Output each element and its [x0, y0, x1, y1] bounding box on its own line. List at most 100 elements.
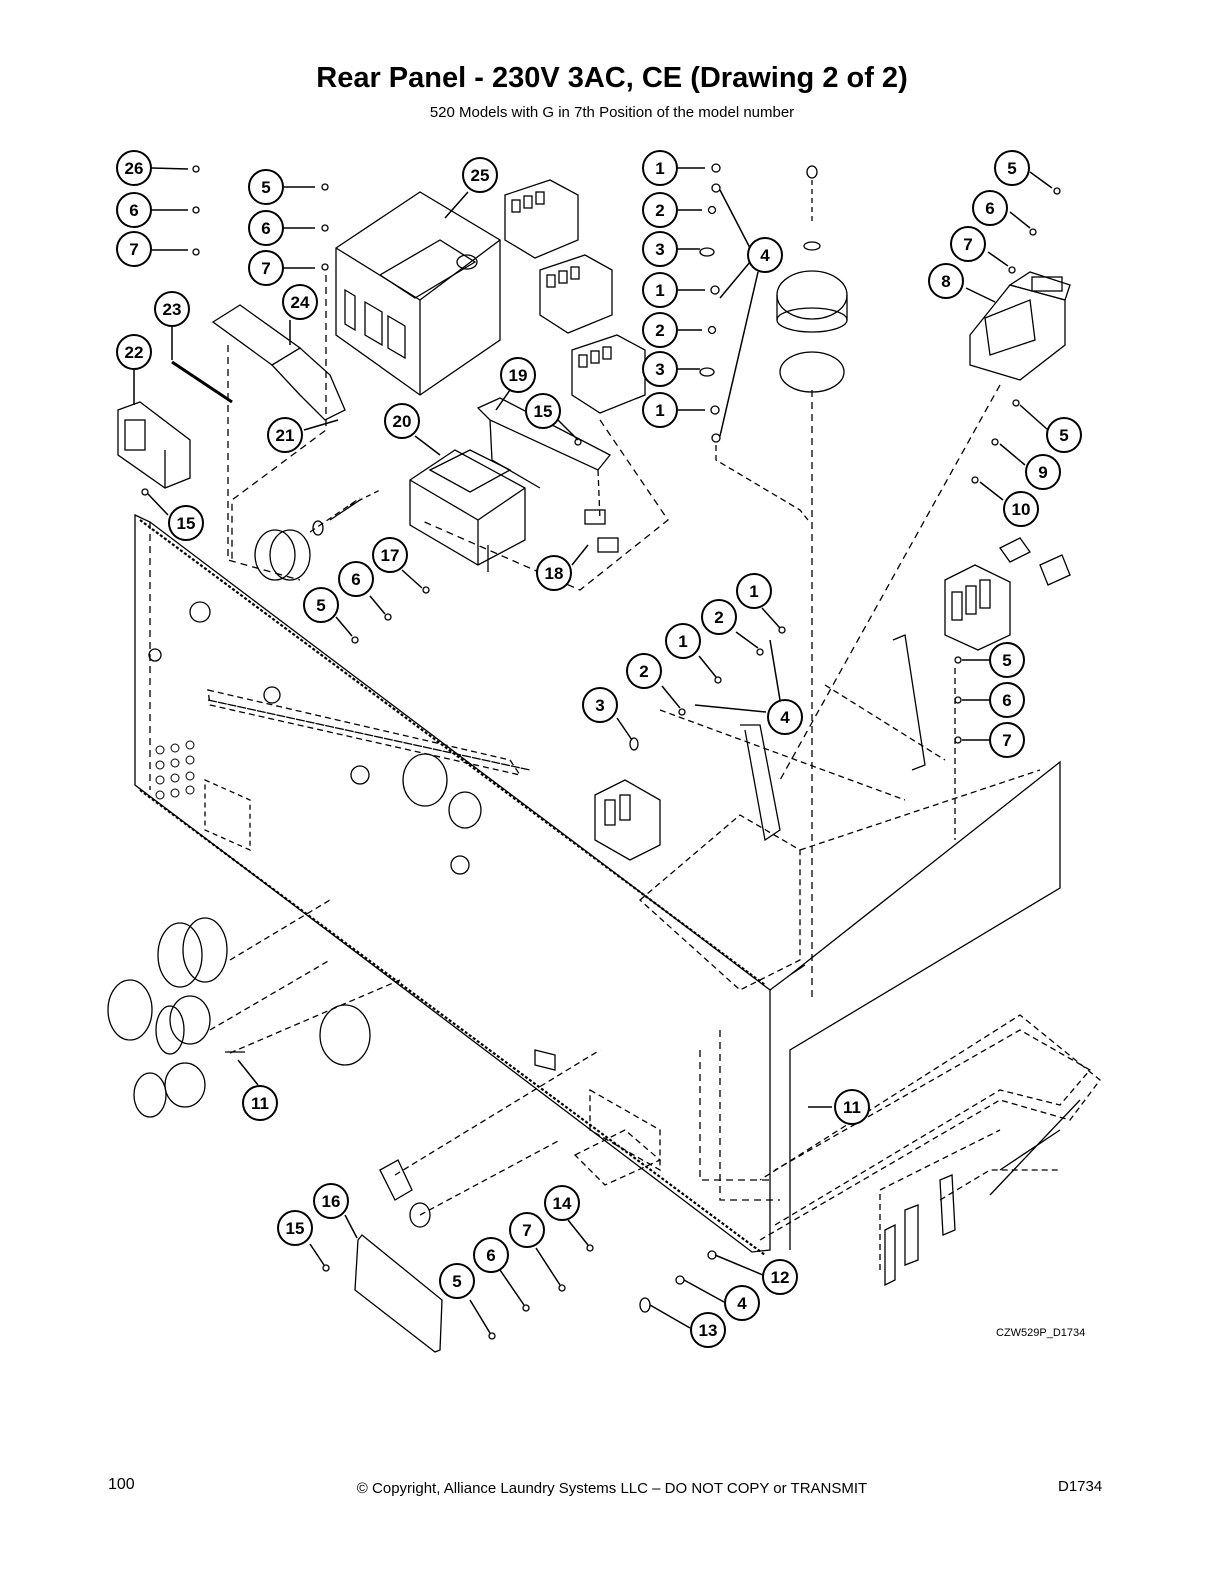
callout-6: 6: [989, 682, 1025, 718]
callout-7: 7: [116, 231, 152, 267]
svg-text:2: 2: [639, 662, 648, 681]
svg-text:1: 1: [749, 582, 758, 601]
svg-text:16: 16: [322, 1192, 341, 1211]
hardware-column: [699, 163, 809, 521]
svg-text:15: 15: [534, 402, 553, 421]
callout-21: 21: [267, 417, 303, 453]
callout-19: 19: [500, 357, 536, 393]
svg-text:7: 7: [522, 1221, 531, 1240]
callout-4: 4: [747, 237, 783, 273]
svg-text:5: 5: [1007, 159, 1016, 178]
svg-text:6: 6: [486, 1246, 495, 1265]
callout-6: 6: [116, 192, 152, 228]
callout-6: 6: [473, 1237, 509, 1273]
callout-2: 2: [642, 312, 678, 348]
svg-text:7: 7: [261, 259, 270, 278]
svg-text:5: 5: [261, 178, 270, 197]
callout-14: 14: [544, 1185, 580, 1221]
svg-text:5: 5: [316, 596, 325, 615]
callout-11: 11: [834, 1089, 870, 1125]
callout-6: 6: [248, 210, 284, 246]
svg-text:22: 22: [125, 343, 144, 362]
rear-panel-body: [134, 513, 1061, 1256]
callout-20: 20: [384, 403, 420, 439]
svg-text:12: 12: [771, 1268, 790, 1287]
svg-text:6: 6: [1002, 691, 1011, 710]
svg-text:6: 6: [129, 201, 138, 220]
cord-grips: [107, 899, 401, 1118]
callout-18: 18: [536, 555, 572, 591]
svg-text:5: 5: [452, 1272, 461, 1291]
svg-text:25: 25: [471, 166, 490, 185]
svg-text:7: 7: [963, 235, 972, 254]
callout-2: 2: [626, 653, 662, 689]
transformer-20: [409, 449, 526, 572]
callout-24: 24: [282, 284, 318, 320]
callout-3: 3: [642, 231, 678, 267]
callout-4: 4: [767, 699, 803, 735]
cover-plate: [354, 1049, 662, 1353]
svg-text:15: 15: [177, 514, 196, 533]
callout-5: 5: [994, 150, 1030, 186]
svg-text:10: 10: [1012, 500, 1031, 519]
callout-6: 6: [972, 190, 1008, 226]
svg-text:5: 5: [1059, 426, 1068, 445]
svg-text:11: 11: [843, 1098, 861, 1117]
callout-5: 5: [439, 1263, 475, 1299]
svg-text:4: 4: [737, 1294, 747, 1313]
drawing-code: CZW529P_D1734: [996, 1327, 1086, 1339]
svg-text:11: 11: [251, 1094, 269, 1113]
document-id: D1734: [1058, 1478, 1103, 1495]
svg-text:17: 17: [381, 546, 400, 565]
callout-1: 1: [665, 623, 701, 659]
callout-10: 10: [1003, 491, 1039, 527]
callout-16: 16: [313, 1183, 349, 1219]
callout-5: 5: [303, 587, 339, 623]
page-number: 100: [108, 1476, 135, 1493]
svg-text:7: 7: [1002, 731, 1011, 750]
connectors: [884, 1099, 1081, 1287]
svg-text:14: 14: [553, 1194, 572, 1213]
callout-4: 4: [724, 1285, 760, 1321]
svg-text:24: 24: [291, 293, 310, 312]
callout-2: 2: [642, 192, 678, 228]
callout-7: 7: [509, 1212, 545, 1248]
callout-22: 22: [116, 334, 152, 370]
callout-15: 15: [168, 505, 204, 541]
bracket-19: [419, 397, 669, 591]
svg-text:15: 15: [286, 1219, 305, 1238]
svg-text:7: 7: [129, 240, 138, 259]
svg-text:13: 13: [699, 1321, 718, 1340]
svg-text:18: 18: [545, 564, 564, 583]
callout-17: 17: [372, 537, 408, 573]
copyright-notice: © Copyright, Alliance Laundry Systems LL…: [356, 1480, 868, 1497]
leader-lines: [133, 167, 1053, 1334]
fan-assembly: [776, 165, 848, 1000]
door-switch: [594, 634, 946, 861]
callout-7: 7: [989, 722, 1025, 758]
callout-15: 15: [525, 393, 561, 429]
callout-5: 5: [248, 169, 284, 205]
fasteners: [141, 165, 1061, 1340]
callout-3: 3: [642, 351, 678, 387]
page-subtitle: 520 Models with G in 7th Position of the…: [429, 104, 795, 121]
svg-text:1: 1: [655, 281, 664, 300]
callout-2: 2: [701, 599, 737, 635]
callout-7: 7: [950, 226, 986, 262]
svg-text:1: 1: [655, 159, 664, 178]
svg-text:6: 6: [351, 570, 360, 589]
callout-23: 23: [154, 291, 190, 327]
contactor-stack: [504, 179, 646, 414]
svg-text:3: 3: [655, 240, 664, 259]
callout-5: 5: [989, 642, 1025, 678]
callout-15: 15: [277, 1210, 313, 1246]
callout-5: 5: [1046, 417, 1082, 453]
svg-text:20: 20: [393, 412, 412, 431]
transformer-housing: [335, 191, 501, 396]
callout-1: 1: [642, 150, 678, 186]
callout-13: 13: [690, 1312, 726, 1348]
svg-text:2: 2: [714, 608, 723, 627]
svg-text:3: 3: [655, 360, 664, 379]
callout-25: 25: [462, 157, 498, 193]
